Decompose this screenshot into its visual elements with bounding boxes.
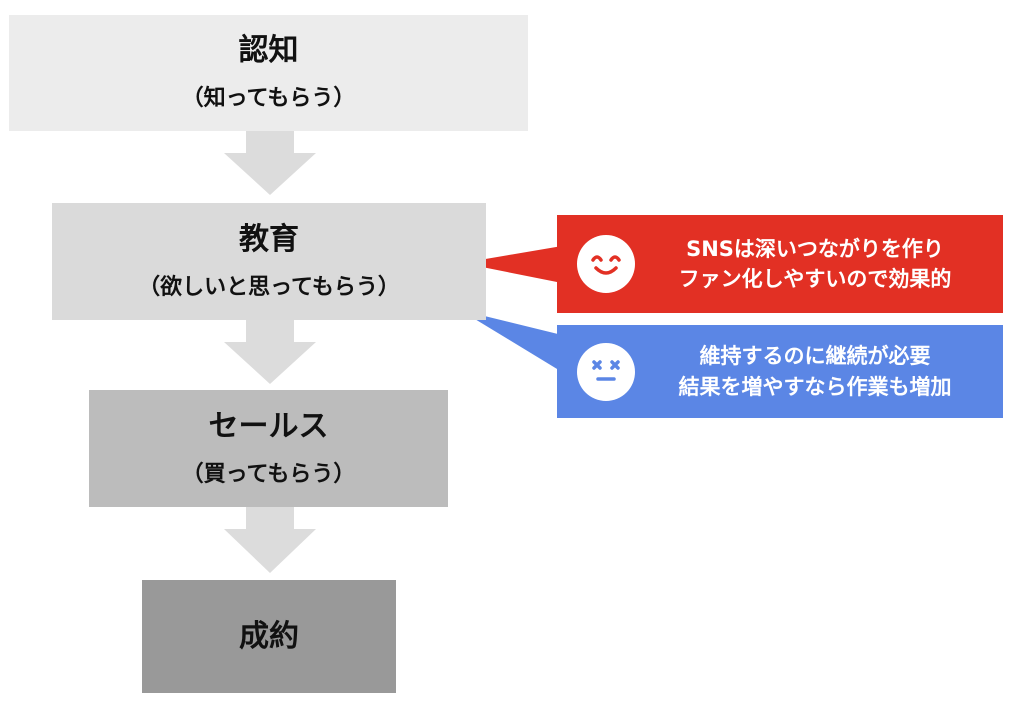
stage-awareness-title: 認知: [238, 33, 299, 69]
negative-callout-pointer: [460, 310, 562, 372]
flow-arrow-1: [224, 131, 316, 195]
flow-arrow-2: [224, 320, 316, 384]
callout-positive: SNSは深いつながりを作り ファン化しやすいので効果的: [557, 215, 1003, 313]
dizzy-face-icon: [577, 342, 635, 401]
callout-positive-line-2: ファン化しやすいので効果的: [678, 267, 952, 291]
callout-positive-line-1: SNSは深いつながりを作り: [686, 236, 944, 261]
stage-awareness: 認知 （知ってもらう）: [9, 15, 528, 131]
stage-sales-title: セールス: [208, 408, 329, 444]
stage-sales-subtitle: （買ってもらう）: [181, 461, 356, 487]
flow-arrow-3: [224, 507, 316, 573]
stage-conversion: 成約: [142, 580, 396, 693]
callout-negative-text: 維持するのに継続が必要 結果を増やすなら作業も増加: [635, 341, 1003, 402]
smiling-face-icon: [577, 235, 635, 293]
stage-education-title: 教育: [239, 221, 299, 257]
callout-negative-line-2: 結果を増やすなら作業も増加: [678, 374, 952, 399]
positive-callout-pointer: [462, 246, 562, 283]
stage-sales: セールス （買ってもらう）: [89, 390, 448, 507]
callout-positive-text: SNSは深いつながりを作り ファン化しやすいので効果的: [635, 234, 1003, 295]
stage-education-subtitle: （欲しいと思ってもらう）: [138, 274, 400, 300]
callout-negative-line-1: 維持するのに継続が必要: [699, 344, 931, 369]
stage-conversion-title: 成約: [239, 618, 299, 654]
callout-negative: 維持するのに継続が必要 結果を増やすなら作業も増加: [557, 325, 1003, 418]
stage-education: 教育 （欲しいと思ってもらう）: [52, 203, 486, 320]
stage-awareness-subtitle: （知ってもらう）: [181, 86, 356, 112]
